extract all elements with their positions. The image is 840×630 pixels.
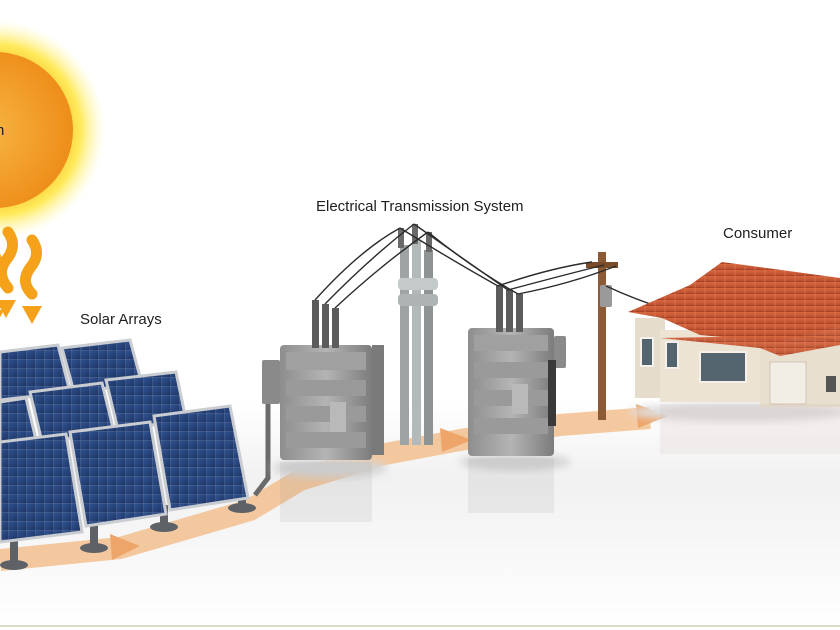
- insulators: [496, 286, 523, 332]
- consumer-house: [628, 262, 840, 422]
- transformer-right: [459, 286, 571, 471]
- solar-panel: [152, 404, 250, 512]
- utility-pole: [586, 252, 618, 420]
- solar-panel: [0, 432, 84, 544]
- insulators: [312, 300, 339, 348]
- transformer-left: [262, 300, 388, 478]
- sun-rays: [0, 226, 42, 300]
- garage-door: [769, 361, 807, 405]
- meter-box: [826, 376, 836, 392]
- transmission-system-label: Electrical Transmission System: [316, 198, 524, 215]
- power-lines: [314, 223, 836, 341]
- solar-arrays-label: Solar Arrays: [80, 311, 162, 328]
- flow-arrow-1: [110, 534, 140, 560]
- flow-arrow-2: [440, 428, 472, 452]
- consumer-label: Consumer: [723, 225, 793, 242]
- solar-arrays: [0, 338, 256, 570]
- solar-panel: [68, 420, 168, 528]
- sun-label: n: [0, 122, 5, 139]
- roof: [660, 300, 840, 356]
- reflections: [280, 404, 840, 522]
- sun: [0, 20, 105, 240]
- sun-ray-heads: [0, 300, 42, 324]
- transmission-poles: [398, 224, 438, 445]
